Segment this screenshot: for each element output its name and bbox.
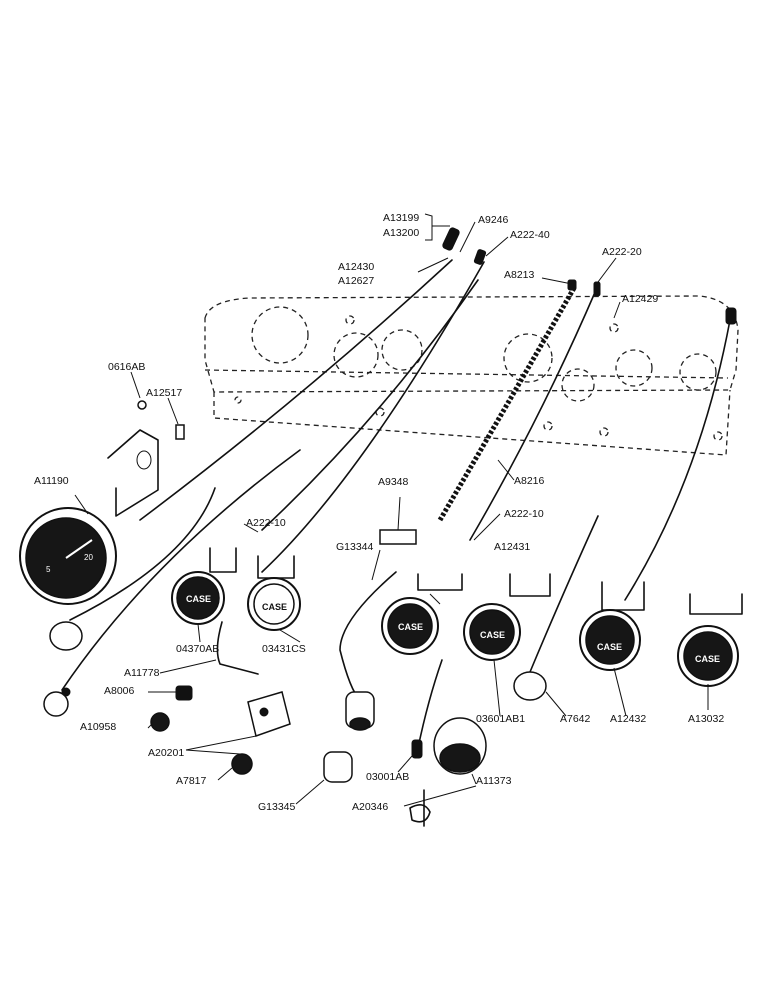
- cables: [61, 259, 731, 749]
- label-a12431: A12431: [494, 541, 530, 553]
- label-a13199: A13199: [383, 212, 419, 224]
- label-a222-20: A222-20: [602, 246, 642, 258]
- label-g13345: G13345: [258, 801, 296, 813]
- label-a8213: A8213: [504, 269, 535, 281]
- switch-a20201: [247, 691, 291, 737]
- socket-g13344: [345, 691, 375, 731]
- instrument-panel-outline: [204, 295, 739, 456]
- switch-a8006: [175, 685, 193, 701]
- connector-03001ab: [411, 739, 423, 759]
- label-g13344: G13344: [336, 541, 374, 553]
- gauge-03601ab1-face-text: CASE: [480, 630, 505, 640]
- gauge-04370ab: CASE: [171, 547, 237, 625]
- label-a9246: A9246: [478, 214, 509, 226]
- strap-a9348: [379, 529, 417, 545]
- tachometer-a11190: 5 20: [19, 507, 117, 605]
- wire-a11778: [216, 621, 259, 675]
- switch-a10958: [150, 712, 170, 732]
- gauge-a12432-face-text: CASE: [597, 642, 622, 652]
- label-a8216: A8216: [514, 475, 545, 487]
- label-a9348: A9348: [378, 476, 409, 488]
- label-03001ab: 03001AB: [366, 771, 409, 783]
- part-labels: A13199 A13200 A9246 A222-40 A12430 A1262…: [34, 212, 724, 813]
- label-a12430: A12430: [338, 261, 374, 273]
- gauge-a12432: CASE: [579, 581, 645, 671]
- mounting-bracket: [107, 429, 159, 517]
- svg-text:20: 20: [84, 553, 93, 562]
- label-a13032: A13032: [688, 713, 724, 725]
- light-socket-left: [43, 621, 83, 717]
- gauge-04370ab-face-text: CASE: [186, 594, 211, 604]
- label-a8006: A8006: [104, 685, 135, 697]
- gauge-a13032-face-text: CASE: [695, 654, 720, 664]
- label-a12627: A12627: [338, 275, 374, 287]
- lamp-a7642: [513, 671, 547, 701]
- gauge-a13032: CASE: [677, 593, 743, 687]
- label-a10958: A10958: [80, 721, 116, 733]
- label-a11778: A11778: [124, 667, 160, 679]
- label-a11190: A11190: [34, 475, 69, 487]
- clip-0616ab: [137, 400, 147, 410]
- label-a12429: A12429: [622, 293, 658, 305]
- braided-cable-a8216: [437, 286, 577, 522]
- gauge-a12431: CASE: [381, 573, 463, 655]
- label-a13200: A13200: [383, 227, 419, 239]
- label-03601ab1: 03601AB1: [476, 713, 525, 725]
- top-connectors: [442, 227, 737, 325]
- label-a11373: A11373: [476, 775, 512, 787]
- label-03431cs: 03431CS: [262, 643, 306, 655]
- label-a222-10-right: A222-10: [504, 508, 544, 520]
- gauge-03431cs-face-text: CASE: [262, 602, 287, 612]
- lens-g13345: [323, 751, 353, 783]
- label-a222-40: A222-40: [510, 229, 550, 241]
- label-a222-10-left: A222-10: [246, 517, 286, 529]
- knob-a7817: [231, 753, 253, 775]
- label-a7642: A7642: [560, 713, 591, 725]
- label-a20346: A20346: [352, 801, 388, 813]
- key-a20346: [409, 789, 431, 827]
- bracket-a12517: [175, 424, 185, 440]
- gauge-03431cs: CASE: [247, 555, 301, 631]
- leader-lines: [74, 213, 709, 807]
- label-a12432: A12432: [610, 713, 646, 725]
- label-a12517: A12517: [146, 387, 182, 399]
- svg-text:5: 5: [46, 565, 51, 574]
- ignition-switch-a11373: [433, 717, 487, 775]
- label-0616ab: 0616AB: [108, 361, 145, 373]
- gauge-03601ab1: CASE: [463, 573, 551, 661]
- label-04370ab: 04370AB: [176, 643, 219, 655]
- gauge-a12431-face-text: CASE: [398, 622, 423, 632]
- label-a20201: A20201: [148, 747, 184, 759]
- label-a7817: A7817: [176, 775, 207, 787]
